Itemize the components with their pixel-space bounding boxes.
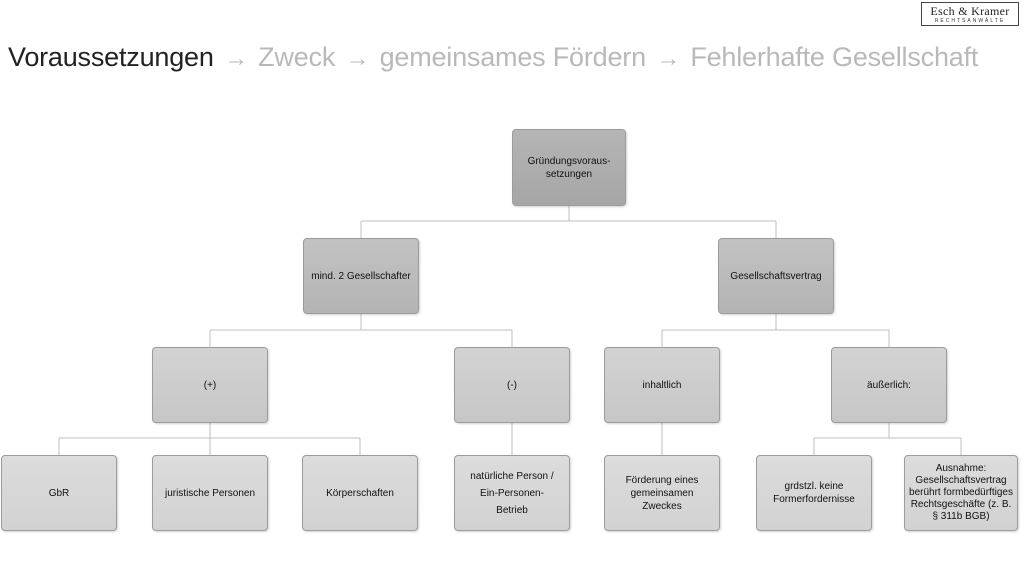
node-mind-2-gesellschafter: mind. 2 Gesellschafter <box>303 238 419 314</box>
node-juristische-personen: juristische Personen <box>152 455 268 531</box>
node-gesellschaftsvertrag: Gesellschaftsvertrag <box>718 238 834 314</box>
node-koerperschaften: Körperschaften <box>302 455 418 531</box>
node-ausnahme-311b: Ausnahme: Gesellschaftsvertrag berührt f… <box>904 455 1018 531</box>
node-plus: (+) <box>152 347 268 423</box>
node-minus: (-) <box>454 347 570 423</box>
slide-title: Voraussetzungen → Zweck → gemeinsames Fö… <box>8 42 978 73</box>
title-step-fehlerhafte-gesellschaft: Fehlerhafte Gesellschaft <box>690 42 979 72</box>
node-aeusserlich: äußerlich: <box>831 347 947 423</box>
arrow-right-icon: → <box>656 45 681 72</box>
firm-logo: Esch & Kramer RECHTSANWÄLTE <box>921 2 1019 26</box>
title-step-zweck: Zweck <box>258 42 336 72</box>
logo-brand: Esch & Kramer <box>930 4 1010 18</box>
node-foerderung-zweck: Förderung eines gemeinsamen Zweckes <box>604 455 720 531</box>
node-inhaltlich: inhaltlich <box>604 347 720 423</box>
node-gbr: GbR <box>1 455 117 531</box>
title-current-step: Voraussetzungen <box>8 42 214 72</box>
arrow-right-icon: → <box>223 45 248 72</box>
node-gruendungsvoraussetzungen: Gründungsvoraus-setzungen <box>512 129 626 206</box>
arrow-right-icon: → <box>345 45 370 72</box>
node-natuerliche-person: natürliche Person / Ein-Personen-Betrieb <box>454 455 570 531</box>
node-keine-formerfordernisse: grdstzl. keine Formerfordernisse <box>756 455 872 531</box>
logo-subtitle: RECHTSANWÄLTE <box>934 18 1006 24</box>
title-step-foerdern: gemeinsames Fördern <box>379 42 647 72</box>
